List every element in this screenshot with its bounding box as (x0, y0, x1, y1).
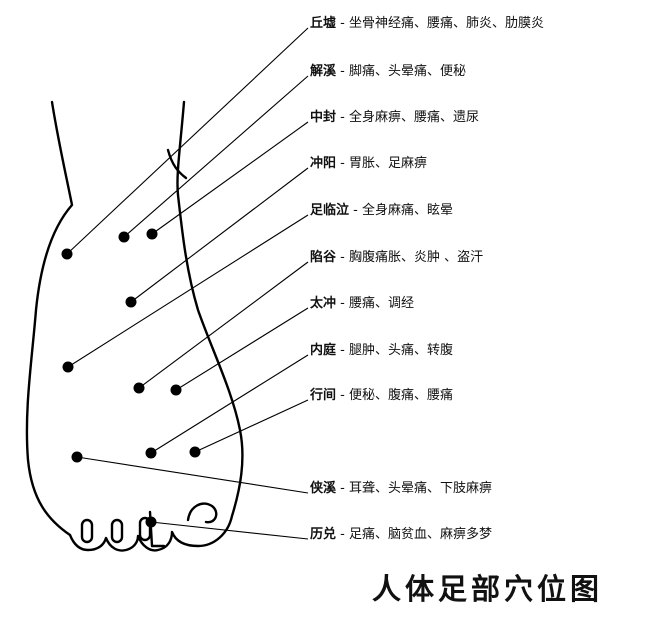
point-desc: 腰痛、调经 (348, 296, 414, 311)
leader-line (151, 121, 309, 235)
acupoint-dot (146, 228, 158, 240)
leader-line (150, 521, 309, 540)
ankle-line (166, 148, 188, 180)
label-xingjian: 行间 - 便秘、腹痛、腰痛 (310, 388, 453, 403)
label-taichong: 太冲 - 腰痛、调经 (310, 296, 414, 311)
leader-line (66, 27, 309, 255)
point-name: 解溪 (310, 64, 337, 79)
leader-line (150, 354, 309, 454)
label-xiaxi: 侠溪 - 耳聋、头晕痛、下肢麻痹 (310, 481, 492, 496)
point-name: 侠溪 (310, 481, 337, 496)
point-desc: 足痛、脑贫血、麻痹多梦 (348, 527, 492, 542)
point-name: 陷谷 (310, 250, 337, 265)
point-desc: 胃胀、足麻痹 (348, 156, 427, 171)
label-neiting: 内庭 - 腿肿、头痛、转腹 (310, 343, 453, 358)
label-zhongfeng: 中封 - 全身麻痹、腰痛、遗尿 (310, 110, 479, 125)
point-desc: 便秘、腹痛、腰痛 (348, 388, 453, 403)
point-desc: 全身麻痛、眩晕 (361, 203, 453, 218)
toenail-big (186, 502, 218, 524)
leader-line (123, 75, 309, 238)
label-jiexi: 解溪 - 脚痛、头晕痛、便秘 (310, 64, 466, 79)
acupoint-dot (118, 231, 130, 243)
toenail-2 (110, 518, 124, 544)
label-zulinqi: 足临泣 - 全身麻痛、眩晕 (310, 203, 453, 218)
leader-line (138, 261, 309, 389)
point-name: 内庭 (310, 343, 337, 358)
acupoint-dot (189, 446, 201, 458)
acupoint-dot (61, 248, 73, 260)
point-name: 中封 (310, 110, 337, 125)
point-name: 太冲 (310, 296, 337, 311)
point-name: 行间 (310, 388, 337, 403)
point-desc: 腿肿、头痛、转腹 (348, 343, 453, 358)
foot-outline (25, 100, 244, 552)
leader-line (130, 167, 309, 303)
toenail-1 (80, 518, 94, 544)
acupoint-dot (62, 361, 74, 373)
leader-line (175, 307, 309, 391)
point-desc: 坐骨神经痛、腰痛、肺炎、肋膜炎 (348, 16, 544, 31)
label-chongyang: 冲阳 - 胃胀、足麻痹 (310, 156, 427, 171)
label-qiuxu: 丘墟 - 坐骨神经痛、腰痛、肺炎、肋膜炎 (310, 16, 544, 31)
acupoint-dot (133, 382, 145, 394)
acupoint-dot (145, 447, 157, 459)
point-name: 冲阳 (310, 156, 337, 171)
point-desc: 脚痛、头晕痛、便秘 (348, 64, 466, 79)
acupoint-dot (125, 296, 137, 308)
point-desc: 全身麻痹、腰痛、遗尿 (348, 110, 479, 125)
label-lidui: 历兑 - 足痛、脑贫血、麻痹多梦 (310, 527, 492, 542)
point-name: 丘墟 (310, 16, 337, 31)
acupoint-dot (170, 384, 182, 396)
acupoint-dot (145, 516, 157, 528)
diagram-title: 人体足部穴位图 (372, 572, 604, 606)
point-name: 足临泣 (310, 203, 350, 218)
label-xiangu: 陷谷 - 胸腹痛胀、炎肿 、盗汗 (310, 250, 484, 265)
point-desc: 胸腹痛胀、炎肿 、盗汗 (348, 250, 484, 265)
point-desc: 耳聋、头晕痛、下肢麻痹 (348, 481, 492, 496)
leader-line (67, 214, 309, 368)
leader-line (76, 456, 309, 494)
point-name: 历兑 (310, 527, 337, 542)
leader-line (194, 399, 309, 453)
acupoint-dot (71, 451, 83, 463)
